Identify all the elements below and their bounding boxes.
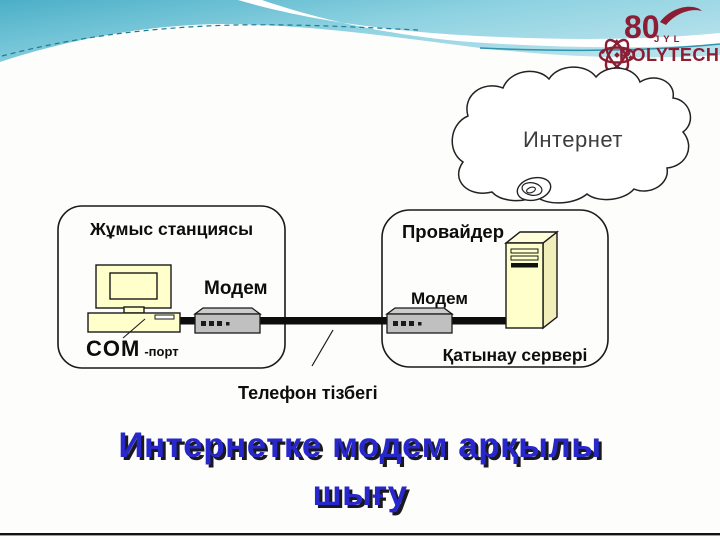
logo-years-label: JYL (654, 34, 683, 45)
slide-title: Интернетке модем арқылы шығу (0, 422, 720, 518)
com-port-suffix: -порт (144, 344, 179, 359)
cloud-outline (451, 66, 692, 204)
workstation-box (57, 205, 286, 369)
modem-leds (393, 321, 422, 326)
monitor-screen (109, 272, 158, 300)
workstation-computer-icon (87, 264, 181, 339)
phone-line-label: Телефон тізбегі (238, 383, 378, 403)
header-wave-decoration (0, 0, 720, 62)
server-tower-icon (503, 230, 560, 330)
modem-top (193, 307, 262, 315)
logo-swoosh (660, 6, 702, 25)
bottom-rule (0, 533, 720, 536)
provider-box-title: Провайдер (402, 221, 505, 242)
phone-line-connector (178, 317, 506, 325)
provider-modem-icon (385, 307, 454, 334)
server-vent-1 (510, 248, 539, 254)
workstation-modem-icon (193, 307, 262, 334)
server-side (542, 230, 558, 330)
internet-cloud-label: Интернет (523, 127, 623, 152)
provider-box (381, 209, 609, 368)
com-port-acronym: COM (86, 336, 141, 361)
internet-cloud (451, 66, 692, 204)
server-vent-2 (510, 255, 539, 261)
polytech-logo: 80 JYL POLYTECH (598, 6, 719, 72)
slide-title-line2: шығу (312, 474, 408, 513)
server-drive-bar (511, 263, 538, 268)
wave-dashed-line (1, 24, 419, 57)
access-server-label: Қатынау сервері (442, 345, 588, 365)
monitor-stand (123, 306, 145, 314)
provider-modem-label: Модем (411, 289, 468, 308)
wave-teal-base (0, 0, 720, 62)
phone-line-pointer (311, 329, 334, 367)
com-port-pointer (122, 318, 146, 339)
logo-brand-name: POLYTECH (619, 45, 719, 65)
cloud-spiral-icon (516, 176, 552, 202)
com-port-label: COM-порт (86, 336, 179, 362)
wave-white-swoosh (238, 0, 720, 48)
slide-title-line1: Интернетке модем арқылы (118, 426, 602, 465)
modem-leds (201, 321, 230, 326)
logo-anniversary-number: 80 (624, 9, 660, 45)
workstation-modem-label: Модем (204, 278, 268, 299)
com-port-slot (154, 314, 175, 320)
workstation-box-title: Жұмыс станциясы (89, 219, 254, 239)
